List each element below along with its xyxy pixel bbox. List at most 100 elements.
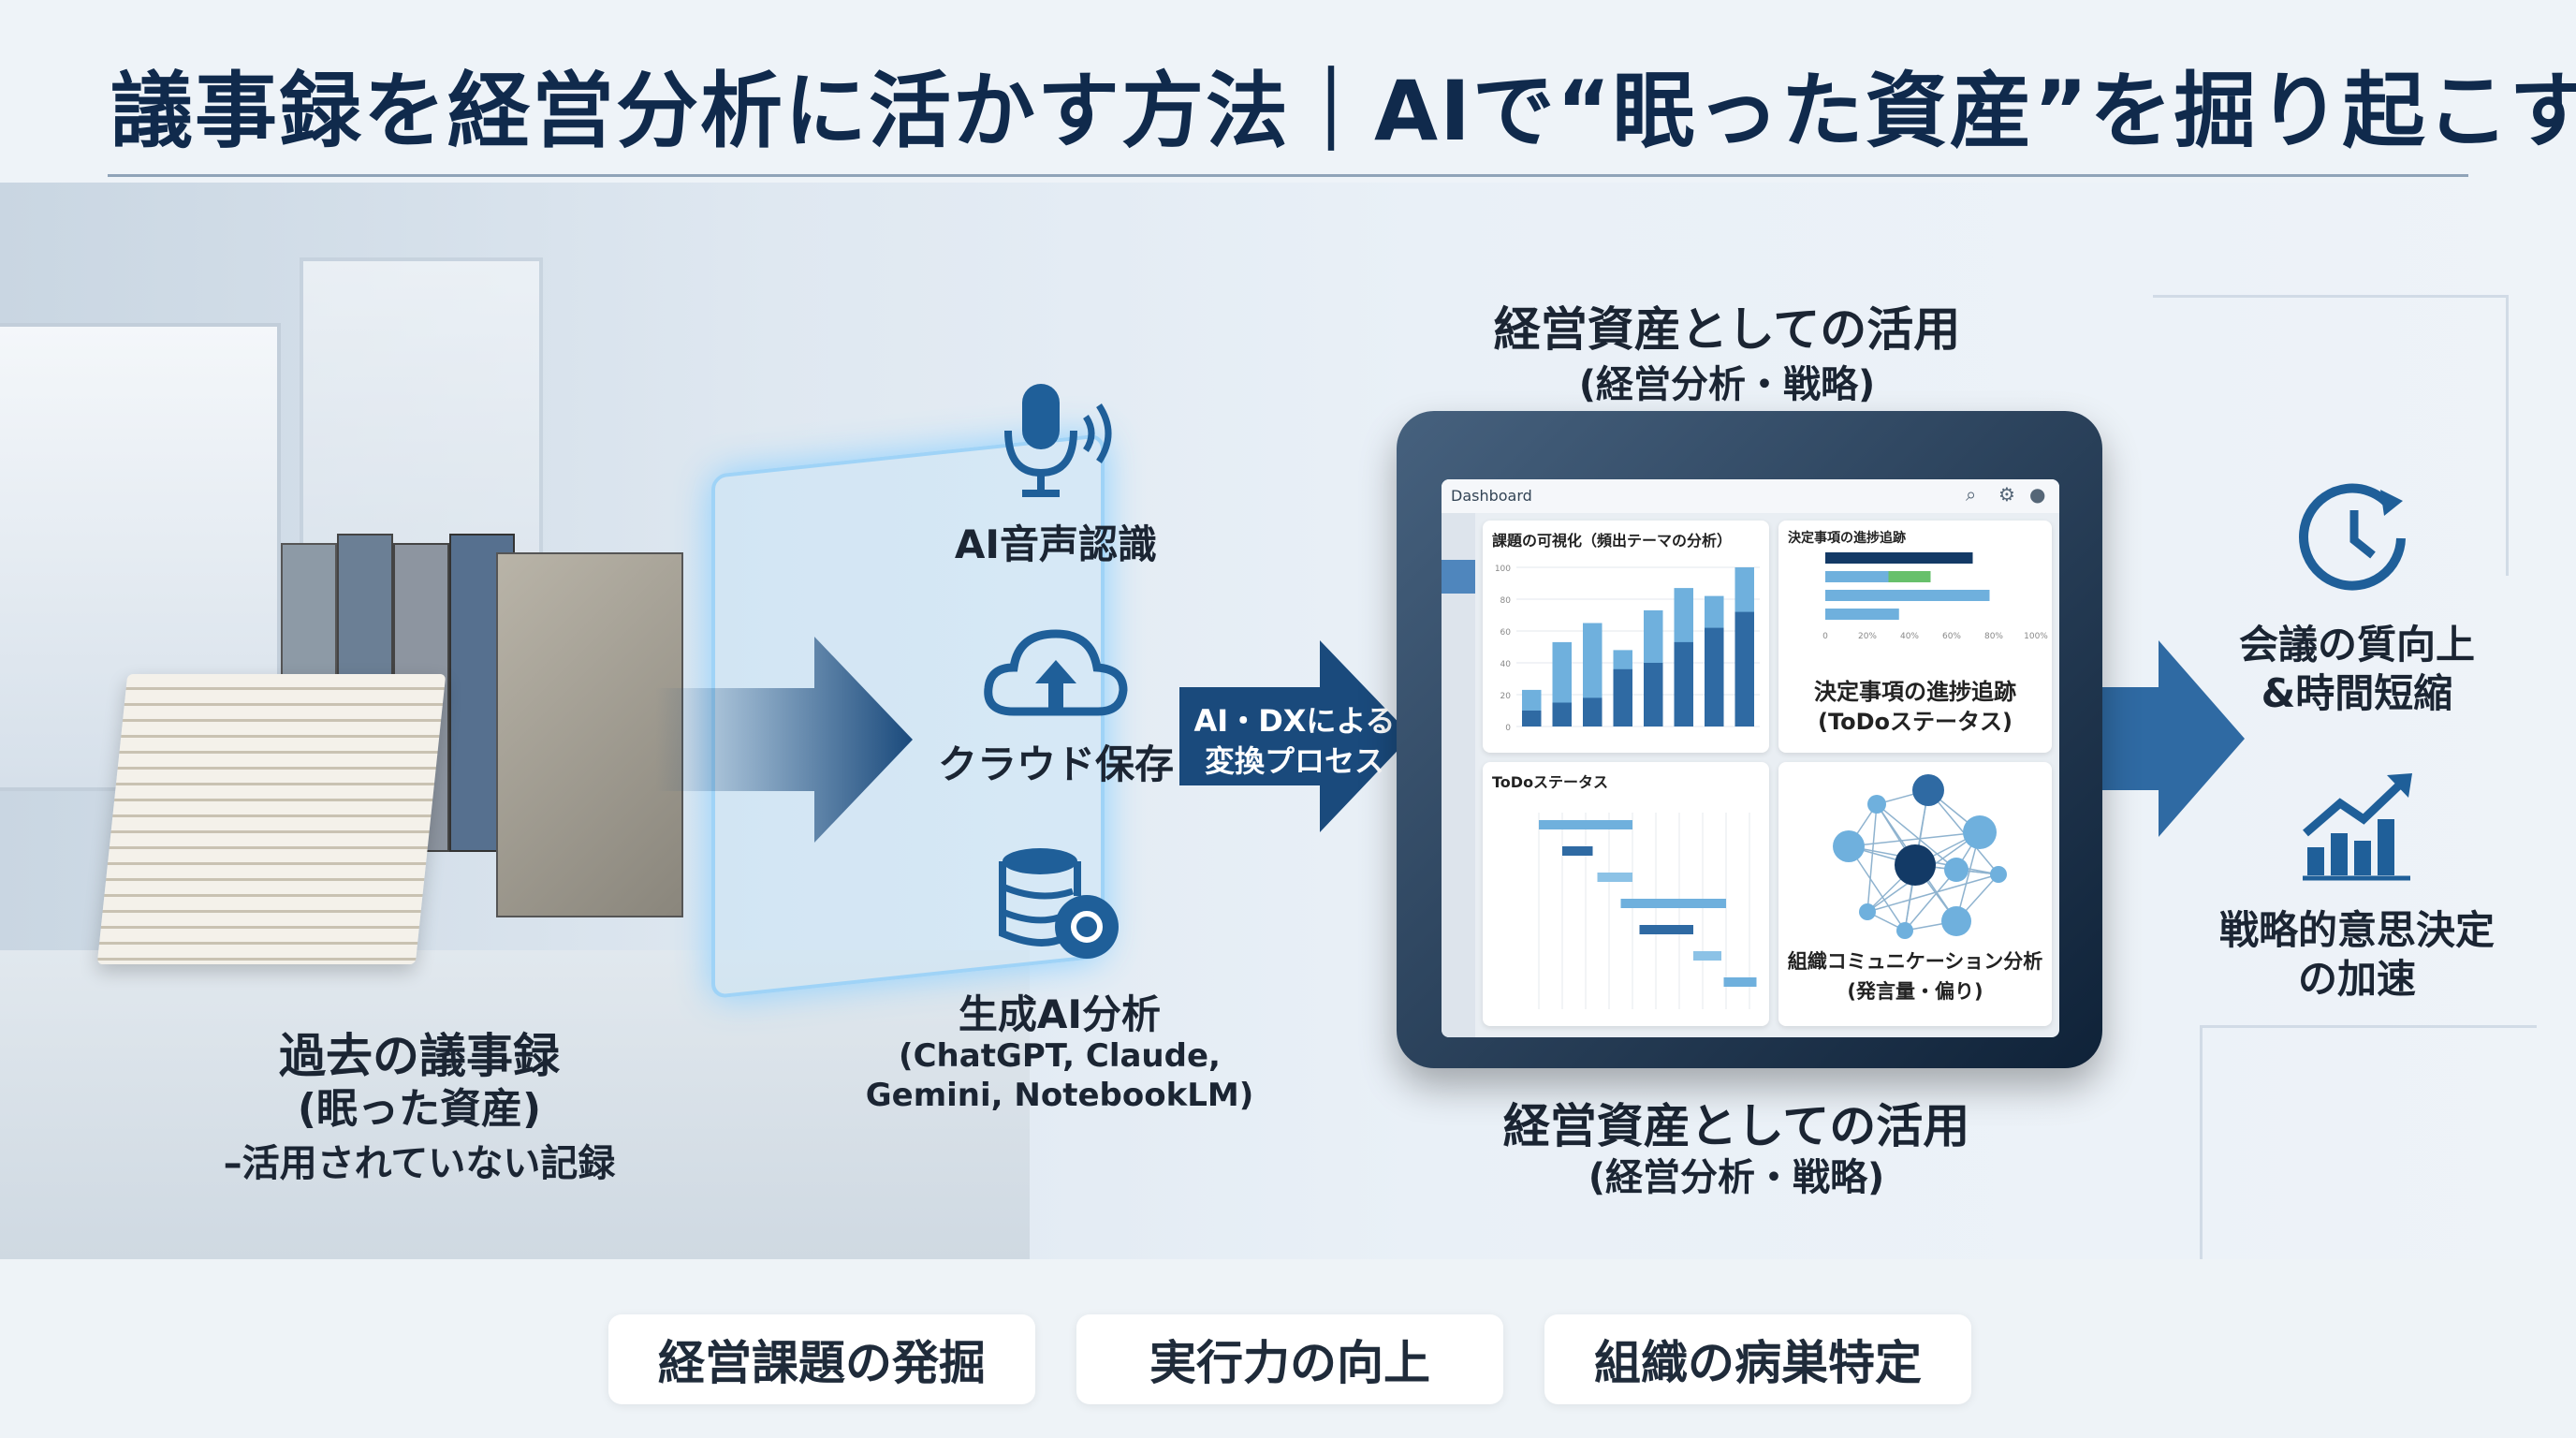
network-graph (1833, 774, 2007, 939)
left-caption-sub: (眠った資産) (297, 1085, 542, 1133)
bar-dark (1583, 697, 1603, 726)
y-tick-label: 100 (1495, 565, 1511, 574)
network-node (1912, 774, 1944, 806)
outcome-1-line1: 会議の質向上 (2238, 622, 2476, 668)
network-edge (1866, 873, 1999, 913)
avatar[interactable]: ● (2029, 483, 2046, 506)
bar-dark (1734, 611, 1754, 726)
network-panel: 組織コミュニケーション分析 (発言量・偏り) (1778, 762, 2052, 1026)
dashboard-sidebar (1442, 513, 1475, 1037)
bottom-heading-title: 経営資産としての活用 (1502, 1099, 1970, 1153)
gantt-bar (1562, 846, 1593, 856)
x-tick-label: 60% (1942, 632, 1961, 641)
left-caption-title: 過去の議事録 (279, 1029, 560, 1083)
outcome-2-line2: の加速 (2297, 956, 2417, 1002)
dashboard-title: Dashboard (1451, 487, 1532, 505)
desk-surface (0, 950, 1030, 1259)
network-edge (1866, 803, 1878, 913)
gantt-bar (1693, 951, 1721, 961)
progress-bar (1825, 571, 1889, 582)
progress-bar (1825, 590, 1990, 601)
network-node (1867, 795, 1886, 814)
bar-dark (1705, 627, 1724, 726)
search-icon[interactable]: ⌕ (1966, 483, 1977, 506)
database-gear-icon (999, 848, 1119, 959)
network-node (1896, 922, 1913, 939)
network-edge (1876, 803, 1957, 871)
x-tick-label: 0 (1822, 632, 1828, 641)
gear-icon[interactable]: ⚙ (1998, 483, 2015, 506)
page-title: 議事録を経営分析に活かす方法｜AIで“眠った資産”を掘り起こす (110, 63, 2576, 159)
cloud-upload-icon (984, 629, 1128, 716)
top-heading-sub: (経営分析・戦略) (1578, 363, 1876, 406)
bar-dark (1674, 641, 1693, 726)
arrow-label-2: 変換プロセス (1204, 743, 1385, 779)
step-genai-tools-1: (ChatGPT, Claude, (899, 1037, 1221, 1075)
x-tick-label: 20% (1858, 632, 1877, 641)
gantt-chart (1538, 813, 1757, 1009)
top-heading-title: 経営資産としての活用 (1493, 302, 1961, 357)
growth-chart-icon (2303, 773, 2412, 881)
step-label-genai: 生成AI分析 (958, 991, 1162, 1037)
title-divider (108, 174, 2468, 177)
circuit-line (2153, 295, 2509, 576)
arrow-right-icon (2102, 640, 2245, 837)
progress-bar-done (1888, 571, 1931, 582)
network-node (1859, 903, 1876, 920)
y-tick-label: 20 (1500, 692, 1512, 701)
network-node (1963, 815, 1997, 849)
panel-title: ToDoステータス (1492, 773, 1609, 791)
y-tick-label: 60 (1500, 628, 1512, 638)
arrow-right-icon (1179, 640, 1412, 832)
progress-bar (1825, 552, 1973, 564)
tag-execution: 実行力の向上 (1076, 1314, 1503, 1404)
step-label-speech: AI音声認識 (954, 521, 1158, 567)
x-tick-label: 80% (1984, 632, 2003, 641)
gantt-panel: ToDoステータス (1483, 762, 1769, 1026)
arrow-right-icon (655, 637, 913, 843)
dashboard-header: Dashboard ⌕ ⚙ ● (1442, 479, 2059, 513)
network-node (1895, 844, 1936, 886)
gantt-bar (1539, 820, 1632, 829)
network-edge (1848, 845, 1906, 932)
bar-dark (1613, 668, 1632, 726)
progress-bar (1825, 609, 1899, 620)
x-tick-label: 100% (2024, 632, 2048, 641)
y-tick-label: 0 (1505, 724, 1511, 733)
circuit-line (2200, 1025, 2537, 1259)
gantt-bar (1639, 925, 1693, 934)
outcome-2-line1: 戦略的意思決定 (2218, 907, 2496, 953)
network-node (1833, 830, 1865, 862)
progress-caption-2: (ToDoステータス) (1817, 709, 2013, 735)
sidebar-item-active[interactable] (1442, 560, 1475, 594)
network-node (1990, 866, 2007, 883)
clock-icon (2299, 483, 2406, 591)
left-caption-note: –活用されていない記録 (223, 1142, 616, 1185)
progress-chart: 0 20% 40% 60% 80% 100% (1822, 552, 2048, 641)
y-tick-label: 40 (1500, 660, 1512, 669)
network-caption-1: 組織コミュニケーション分析 (1787, 950, 2043, 973)
network-node (1941, 906, 1971, 936)
network-edge (1904, 869, 1957, 932)
paper-stack (96, 674, 446, 964)
microphone-icon (1004, 384, 1112, 497)
arrow-label-1: AI・DXによる (1193, 703, 1396, 739)
gantt-bar (1723, 977, 1757, 987)
tag-issue-discovery: 経営課題の発掘 (608, 1314, 1035, 1404)
network-edge (1848, 831, 1981, 847)
step-label-cloud: クラウド保存 (937, 741, 1175, 787)
gantt-bar (1620, 899, 1726, 908)
network-caption-2: (発言量・偏り) (1847, 980, 1983, 1003)
tag-org-problems: 組織の病巣特定 (1544, 1314, 1971, 1404)
bar-dark (1522, 711, 1542, 726)
x-tick-label: 40% (1900, 632, 1919, 641)
step-genai-tools-2: Gemini, NotebookLM) (865, 1077, 1254, 1114)
bar-dark (1644, 663, 1663, 726)
gantt-bar (1597, 873, 1632, 882)
outcome-1-line2: &時間短縮 (2261, 670, 2453, 716)
bottom-heading-sub: (経営分析・戦略) (1588, 1156, 1885, 1199)
